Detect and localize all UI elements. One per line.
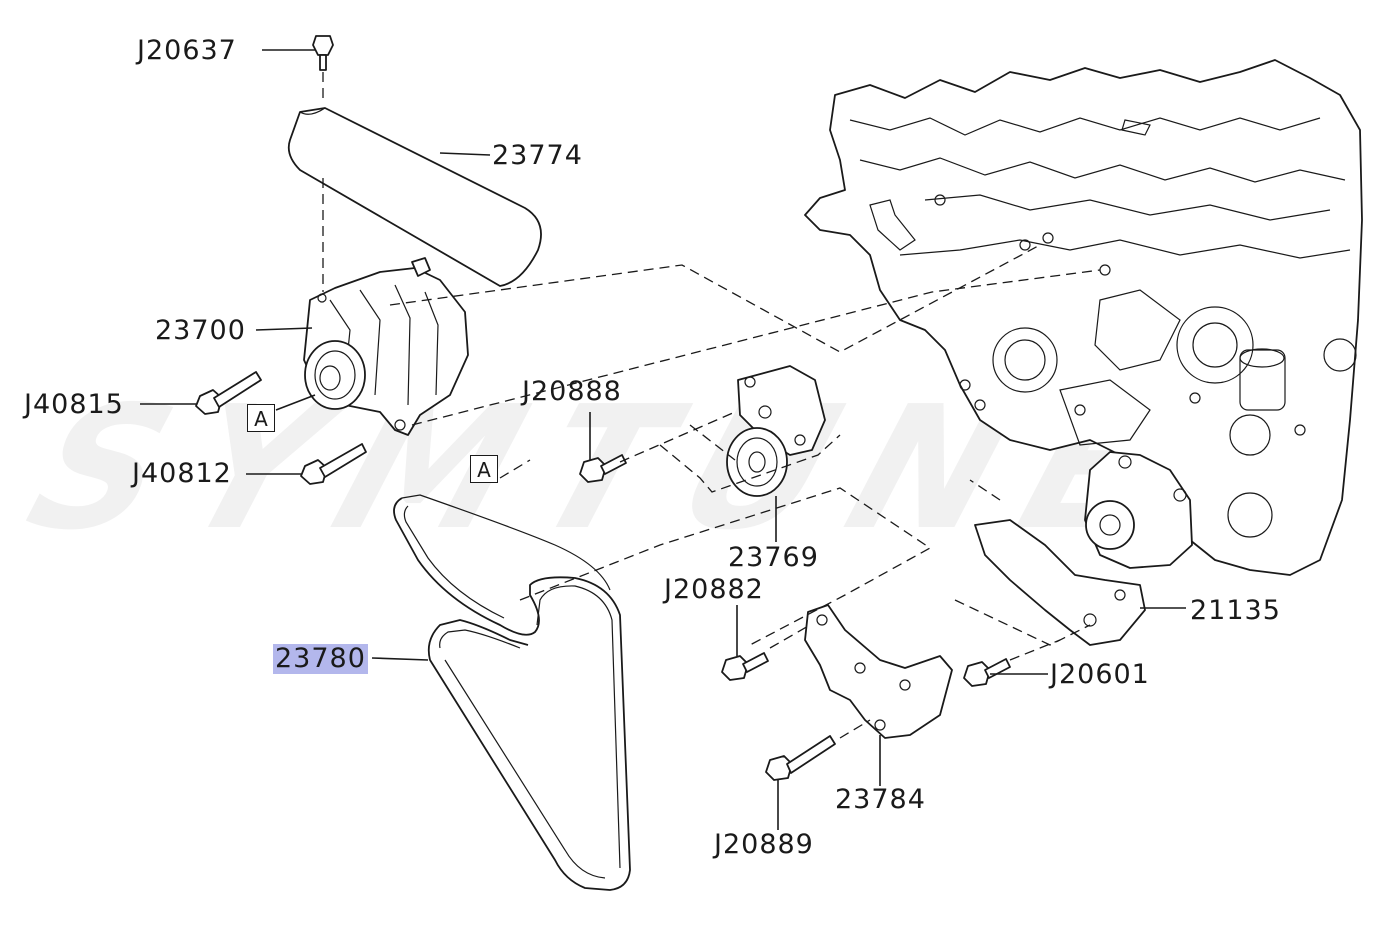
dashed-lines xyxy=(322,72,1101,739)
label-j20637: J20637 xyxy=(137,35,237,66)
tensioner-23769 xyxy=(726,365,826,497)
label-23774: 23774 xyxy=(492,140,583,171)
label-j40812: J40812 xyxy=(132,458,232,489)
label-23784: 23784 xyxy=(835,784,926,815)
leader-lines xyxy=(140,49,1186,830)
bracket-23784 xyxy=(804,604,953,739)
alternator-23700 xyxy=(303,257,469,436)
bolt-j20637 xyxy=(312,35,334,71)
label-23700: 23700 xyxy=(155,315,246,346)
cover-23774 xyxy=(287,107,542,287)
label-j20889: J20889 xyxy=(714,829,814,860)
engine-block xyxy=(804,59,1363,576)
bolt-j40812 xyxy=(300,443,367,485)
ref-marker-a-1: A xyxy=(247,404,275,432)
label-j40815: J40815 xyxy=(24,389,124,420)
ref-marker-a-2: A xyxy=(470,455,498,483)
label-21135: 21135 xyxy=(1190,595,1281,626)
belt-23780 xyxy=(393,494,631,891)
bolt-j20882 xyxy=(721,652,769,681)
label-23780-highlighted[interactable]: 23780 xyxy=(273,643,368,674)
label-j20888: J20888 xyxy=(522,376,622,407)
bolt-j20601 xyxy=(963,658,1011,687)
label-23769: 23769 xyxy=(728,542,819,573)
bracket-21135 xyxy=(974,519,1146,646)
bolt-j20888 xyxy=(579,454,627,483)
label-j20601: J20601 xyxy=(1050,659,1150,690)
bolt-j40815 xyxy=(195,371,262,415)
bolt-j20889 xyxy=(765,735,836,781)
label-j20882: J20882 xyxy=(664,574,764,605)
